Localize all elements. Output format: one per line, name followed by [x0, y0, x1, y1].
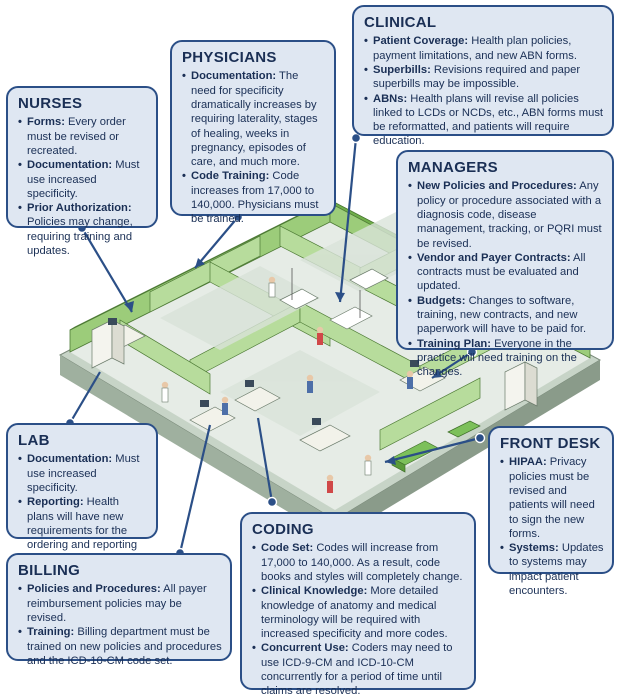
- list-item: Patient Coverage: Health plan policies, …: [364, 34, 604, 63]
- list-item: Documentation: Must use increased specif…: [18, 452, 148, 495]
- list-item: Policies and Procedures: All payer reimb…: [18, 582, 222, 625]
- floor-slab-edge: [60, 355, 335, 540]
- item-term: Budgets:: [417, 294, 466, 307]
- item-text: Any policy or procedure associated with …: [417, 180, 602, 250]
- list-item: Prior Authorization: Policies may change…: [18, 201, 148, 258]
- callout-list: New Policies and Procedures: Any policy …: [408, 179, 604, 380]
- item-term: Policies and Procedures:: [27, 583, 161, 596]
- item-text: Health plans will have new requirements …: [27, 496, 138, 565]
- item-term: Code Set:: [261, 542, 314, 555]
- list-item: Documentation: Must use increased specif…: [18, 158, 148, 201]
- item-text: Policies may change, requiring training …: [27, 216, 133, 258]
- item-text: Revisions required and paper superbills …: [373, 63, 581, 91]
- item-term: Documentation:: [191, 70, 277, 83]
- waiting-area-seating: [391, 420, 481, 473]
- list-item: Training: Billing department must be tra…: [18, 625, 222, 668]
- item-term: Documentation:: [27, 453, 113, 466]
- callout-list: Patient Coverage: Health plan policies, …: [364, 34, 604, 149]
- list-item: HIPAA: Privacy policies must be revised …: [500, 455, 604, 541]
- item-text: All contracts must be evaluated and upda…: [417, 251, 586, 293]
- item-term: Documentation:: [27, 159, 113, 172]
- callout-list: Documentation: The need for specificity …: [182, 69, 326, 227]
- arrowhead: [335, 292, 345, 302]
- callout-title: BILLING: [18, 562, 81, 579]
- item-term: ABNs:: [373, 92, 408, 105]
- list-item: Clinical Knowledge: More detailed knowle…: [252, 584, 466, 641]
- item-term: Systems:: [509, 542, 559, 555]
- callout-title: CLINICAL: [364, 14, 437, 31]
- callout-title: NURSES: [18, 95, 83, 112]
- list-item: Budgets: Changes to software, training, …: [408, 294, 604, 337]
- item-text: Updates to systems may impact patient en…: [509, 542, 604, 598]
- item-term: New Policies and Procedures:: [417, 180, 577, 193]
- item-text: More detailed knowledge of anatomy and m…: [261, 585, 448, 641]
- callout-list: Policies and Procedures: All payer reimb…: [18, 582, 222, 668]
- item-text: Must use increased specificity.: [27, 159, 140, 200]
- list-item: ABNs: Health plans will revise all polic…: [364, 92, 604, 149]
- item-term: Concurrent Use:: [261, 642, 349, 655]
- item-text: Everyone in the practice will need train…: [417, 337, 577, 379]
- callout-lab: LAB Documentation: Must use increased sp…: [6, 423, 158, 565]
- callout-front-desk: FRONT DESK HIPAA: Privacy policies must …: [488, 426, 614, 597]
- list-item: Code Set: Codes will increase from 17,00…: [252, 541, 466, 584]
- list-item: Forms: Every order must be revised or re…: [18, 115, 148, 158]
- list-item: Superbills: Revisions required and paper…: [364, 63, 604, 92]
- callout-list: Forms: Every order must be revised or re…: [18, 115, 148, 258]
- callout-list: HIPAA: Privacy policies must be revised …: [500, 455, 604, 598]
- people: [161, 276, 414, 493]
- arrowhead: [385, 456, 396, 465]
- callout-billing: BILLING Policies and Procedures: All pay…: [6, 553, 232, 667]
- callout-title: FRONT DESK: [500, 435, 601, 452]
- callout-title: CODING: [252, 521, 314, 538]
- item-text: Health plan policies, payment limitation…: [373, 35, 577, 62]
- item-text: Codes will increase from 17,000 to 140,0…: [261, 542, 463, 583]
- item-term: Training:: [27, 626, 75, 639]
- item-term: Code Training:: [191, 170, 270, 183]
- item-term: Clinical Knowledge:: [261, 585, 368, 598]
- callout-managers: MANAGERS New Policies and Procedures: An…: [396, 150, 614, 378]
- list-item: New Policies and Procedures: Any policy …: [408, 179, 604, 251]
- list-item: Documentation: The need for specificity …: [182, 69, 326, 169]
- arrowhead: [124, 301, 134, 312]
- callout-title: PHYSICIANS: [182, 49, 277, 66]
- item-text: Health plans will revise all policies li…: [373, 92, 604, 148]
- item-text: Every order must be revised or recreated…: [27, 116, 126, 157]
- item-text: Must use increased specificity.: [27, 453, 140, 494]
- callout-title: MANAGERS: [408, 159, 498, 176]
- item-text: Changes to software, training, new contr…: [417, 294, 587, 336]
- exam-tables: [279, 268, 389, 330]
- item-term: Training Plan:: [417, 337, 491, 350]
- item-term: Prior Authorization:: [27, 202, 132, 215]
- callout-physicians: PHYSICIANS Documentation: The need for s…: [170, 40, 336, 225]
- item-text: Billing department must be trained on ne…: [27, 626, 222, 667]
- item-text: Code increases from 17,000 to 140,000. P…: [191, 170, 319, 226]
- item-text: The need for specificity dramatically in…: [191, 70, 318, 169]
- item-term: Patient Coverage:: [373, 35, 469, 48]
- list-item: Code Training: Code increases from 17,00…: [182, 169, 326, 226]
- item-text: Privacy policies must be revised and pat…: [509, 456, 595, 540]
- callout-list: Code Set: Codes will increase from 17,00…: [252, 541, 466, 699]
- list-item: Training Plan: Everyone in the practice …: [408, 337, 604, 380]
- callout-nurses: NURSES Forms: Every order must be revise…: [6, 86, 158, 257]
- item-term: Reporting:: [27, 496, 84, 509]
- callout-title: LAB: [18, 432, 50, 449]
- callout-coding: CODING Code Set: Codes will increase fro…: [240, 512, 476, 697]
- floor-slab-edge-right: [335, 360, 600, 540]
- connector-dot: [474, 432, 486, 444]
- item-term: Vendor and Payer Contracts:: [417, 251, 571, 264]
- callout-list: Documentation: Must use increased specif…: [18, 452, 148, 567]
- item-text: Coders may need to use ICD-9-CM and ICD-…: [261, 642, 453, 698]
- item-text: All payer reimbursement policies may be …: [27, 583, 207, 624]
- list-item: Reporting: Health plans will have new re…: [18, 495, 148, 567]
- arrowhead: [195, 258, 205, 268]
- list-item: Concurrent Use: Coders may need to use I…: [252, 641, 466, 698]
- list-item: Systems: Updates to systems may impact p…: [500, 541, 604, 598]
- connector-dot: [266, 496, 278, 508]
- item-term: Forms:: [27, 116, 65, 129]
- callout-clinical: CLINICAL Patient Coverage: Health plan p…: [352, 5, 614, 147]
- list-item: Vendor and Payer Contracts: All contract…: [408, 251, 604, 294]
- item-term: Superbills:: [373, 63, 431, 76]
- item-term: HIPAA:: [509, 456, 547, 469]
